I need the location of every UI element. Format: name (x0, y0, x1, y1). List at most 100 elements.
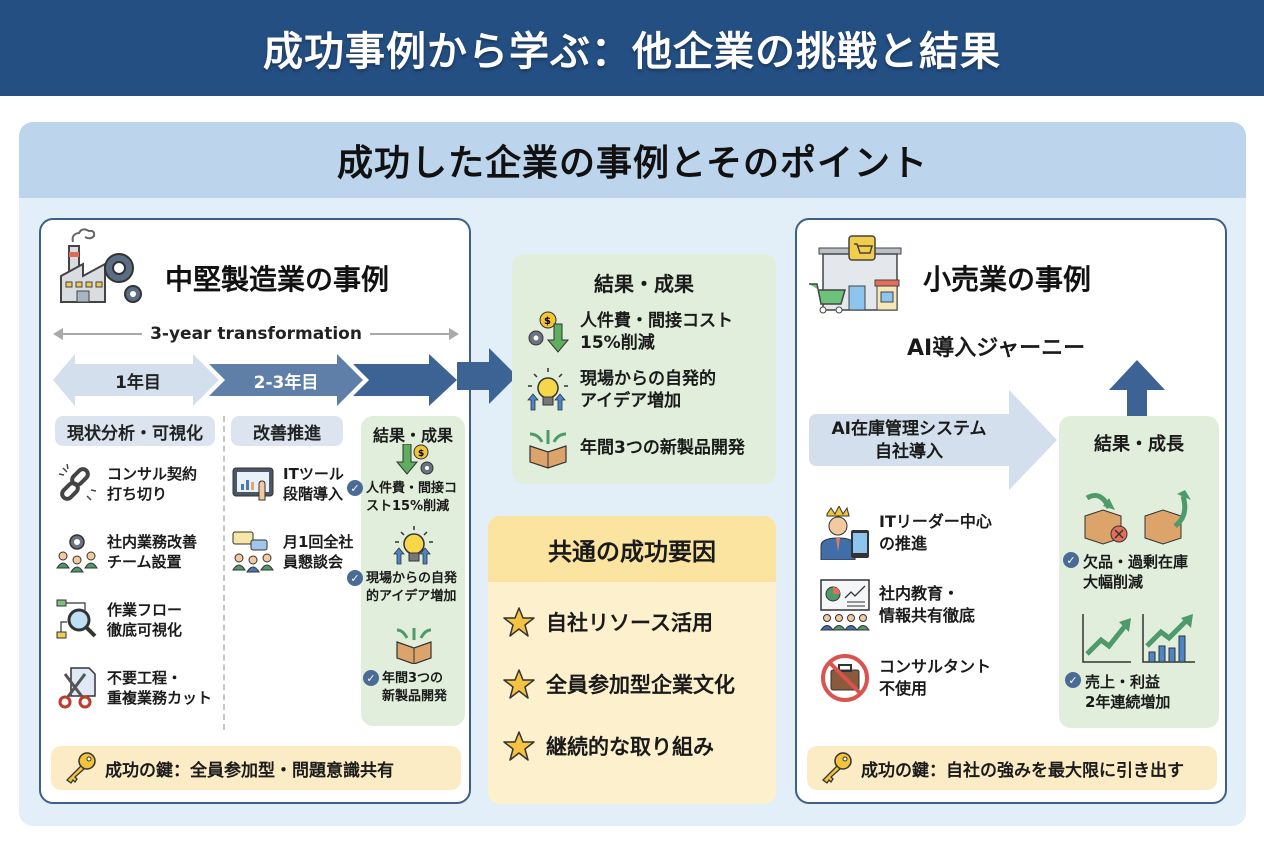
flow-magnifier-icon (56, 599, 97, 639)
step-arrow (809, 390, 1057, 490)
retail-case-panel: 小売業の事例 AI導入ジャーニー AI在庫管理システム 自社導入 ITリーダー中… (795, 218, 1227, 804)
item-text: コンサルタント 不使用 (879, 657, 992, 698)
common-factors-box: 共通の成功要因 自社リソース活用 全員参加型企業文化 継続的な取り組み (488, 516, 776, 804)
list-item: 作業フロー 徹底可視化 (55, 598, 182, 642)
result-item: ✓ 欠品・過剰在庫 大幅削減 (1063, 552, 1188, 593)
store-cart-icon (809, 235, 902, 314)
growth-chart-icon (1082, 614, 1195, 663)
step-label: AI在庫管理システム 自社導入 (831, 419, 987, 462)
phase-head-improvement: 改善推進 (231, 416, 343, 446)
lightbulb-icon (393, 526, 433, 565)
training-presentation-icon (820, 579, 870, 631)
cost-down-icon: $ (395, 444, 434, 475)
item-text: 人件費・間接コ スト15%削減 (366, 481, 458, 514)
result-item: 年間3つの新製品開発 (526, 426, 745, 470)
retail-results-column: 結果・成長 ✓ 欠品・過剰在庫 大幅削減 ✓ (1059, 416, 1219, 728)
check-icon: ✓ (1063, 552, 1079, 568)
scissors-document-icon (58, 667, 96, 709)
retail-title: 小売業の事例 (923, 263, 1092, 296)
cost-down-icon: $ (528, 311, 570, 353)
factor-item: 自社リソース活用 (502, 606, 713, 638)
result-item: ✓ 人件費・間接コ スト15%削減 (347, 480, 457, 515)
list-item: コンサル契約 打ち切り (55, 462, 197, 506)
star-icon (503, 607, 535, 637)
item-text: 作業フロー 徹底可視化 (107, 600, 183, 639)
item-text: ITツール 段階導入 (283, 465, 344, 504)
list-item: ITリーダー中心 の推進 (819, 506, 992, 560)
item-text: 売上・利益 2年連続増加 (1085, 673, 1171, 712)
phase-label-1: 1年目 (115, 372, 161, 393)
retail-results-title: 結果・成長 (1094, 434, 1184, 455)
retail-key-bar: 成功の鍵：自社の強みを最大限に引き出す (807, 746, 1217, 790)
item-text: 現場からの自発 的アイデア増加 (366, 571, 458, 604)
inventory-boxes-icon (1084, 490, 1191, 545)
list-item: 月1回全社 員懇談会 (231, 530, 353, 574)
item-text: 年間3つの新製品開発 (580, 437, 745, 458)
timeline-left-arrow (52, 328, 143, 340)
list-item: 不要工程・ 重複業務カット (55, 666, 212, 710)
timeline-text: 3-year transformation (150, 324, 362, 344)
item-text: 月1回全社 員懇談会 (283, 532, 354, 571)
center-results-title: 結果・成果 (594, 272, 694, 296)
list-item: 社内教育・ 情報共有徹底 (819, 578, 975, 632)
factor-item: 全員参加型企業文化 (502, 668, 735, 700)
item-text: 不要工程・ 重複業務カット (107, 668, 213, 707)
item-text: 人件費・間接コスト 15%削減 (580, 311, 733, 354)
item-text: ITリーダー中心 の推進 (879, 512, 992, 553)
key-text: 成功の鍵：全員参加型・問題意識共有 (105, 760, 394, 781)
team-gear-icon (56, 534, 98, 573)
item-text: 社内教育・ 情報共有徹底 (879, 584, 976, 625)
it-leader-icon (820, 506, 869, 560)
timeline-label: 3-year transformation (52, 324, 460, 344)
result-item: 現場からの自発的 アイデア増加 (526, 368, 716, 412)
result-item: ✓ 年間3つの 新製品開発 (363, 670, 447, 705)
manufacturing-title: 中堅製造業の事例 (165, 263, 390, 296)
check-icon: ✓ (347, 570, 363, 586)
journey-title: AI導入ジャーニー (907, 336, 1086, 361)
section-header: 成功した企業の事例とそのポイント (19, 122, 1246, 198)
page-title: 成功事例から学ぶ：他企業の挑戦と結果 (263, 29, 1001, 75)
check-icon: ✓ (347, 480, 363, 496)
factor-text: 自社リソース活用 (546, 611, 713, 635)
star-icon (503, 731, 535, 761)
center-results-box: 結果・成果 $ 人件費・間接コスト 15%削減 現場からの自発的 アイデア増加 (512, 254, 776, 484)
result-item: ✓ 現場からの自発 的アイデア増加 (347, 570, 457, 605)
key-icon (66, 752, 96, 784)
item-text: 欠品・過剰在庫 大幅削減 (1083, 553, 1189, 592)
content-area: 成功した企業の事例とそのポイント 中堅製造業の事例 3-year transfo… (19, 122, 1246, 826)
check-icon: ✓ (363, 670, 379, 686)
item-text: コンサル契約 打ち切り (107, 464, 198, 503)
factor-item: 継続的な取り組み (502, 730, 714, 762)
growth-up-arrow (1109, 360, 1165, 420)
open-box-icon (396, 628, 432, 664)
item-text: 年間3つの 新製品開発 (382, 671, 448, 704)
phase-arrow-2 (209, 354, 363, 406)
connector-arrow (457, 348, 517, 404)
star-icon (503, 669, 535, 699)
phase-arrow-3 (353, 354, 457, 406)
broken-chain-icon (58, 463, 97, 501)
results-column-title: 結果・成果 (372, 426, 453, 445)
manufacturing-results-column: 結果・成果 $ ✓ 人件費・間接コ スト15%削減 ✓ 現場からの自発 的アイデ… (347, 416, 465, 726)
svg-text:$: $ (544, 316, 551, 327)
list-item: 社内業務改善 チーム設置 (55, 530, 197, 574)
tablet-chart-icon (232, 467, 274, 501)
phase-arrows (53, 354, 457, 406)
page-header: 成功事例から学ぶ：他企業の挑戦と結果 (0, 0, 1264, 96)
factory-gear-icon (60, 228, 142, 303)
factor-text: 継続的な取り組み (546, 735, 714, 759)
item-text: 社内業務改善 チーム設置 (107, 532, 198, 571)
timeline-right-arrow (369, 328, 460, 340)
column-divider (223, 416, 225, 730)
common-factors-title: 共通の成功要因 (488, 516, 776, 582)
meeting-chat-icon (232, 531, 274, 573)
key-icon (822, 752, 852, 784)
key-text: 成功の鍵：自社の強みを最大限に引き出す (861, 760, 1184, 781)
phase-arrow-1 (53, 354, 219, 406)
section-title: 成功した企業の事例とそのポイント (337, 143, 928, 184)
svg-text:$: $ (418, 449, 424, 459)
check-icon: ✓ (1065, 672, 1081, 688)
list-item: コンサルタント 不使用 (819, 652, 991, 704)
result-item: $ 人件費・間接コスト 15%削減 (526, 310, 733, 354)
list-item: ITツール 段階導入 (231, 464, 344, 505)
